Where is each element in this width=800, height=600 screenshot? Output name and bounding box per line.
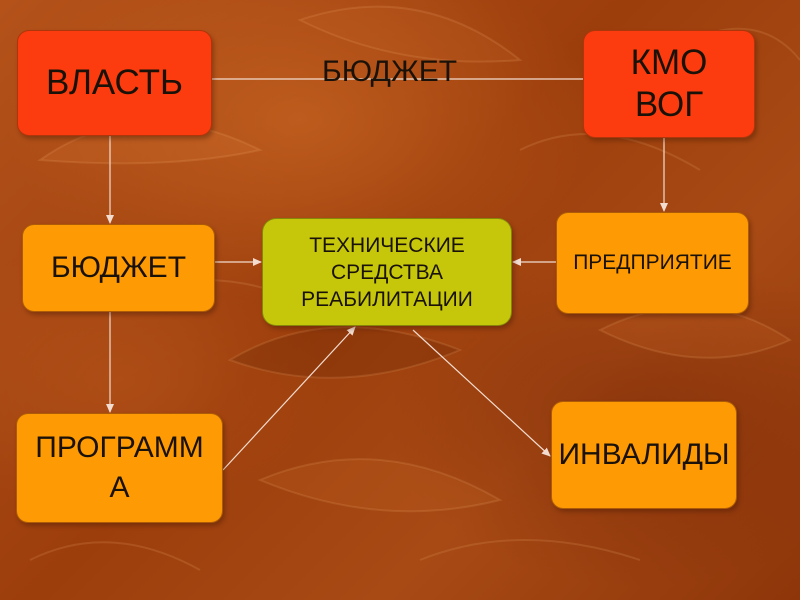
node-disabled-label: ИНВАЛИДЫ	[558, 438, 730, 471]
node-technical-means: ТЕХНИЧЕСКИЕ СРЕДСТВА РЕАБИЛИТАЦИИ	[262, 218, 512, 326]
node-tech-label-line2: СРЕДСТВА	[330, 260, 443, 284]
node-enterprise: ПРЕДПРИЯТИЕ	[556, 212, 749, 314]
node-program: ПРОГРАММ А	[16, 413, 223, 523]
edge-tech-disabled	[412, 329, 551, 457]
edge-label-budget: БЮДЖЕТ	[322, 55, 458, 88]
node-kmo-label-line1: КМО	[630, 43, 708, 82]
node-vlast-label: ВЛАСТЬ	[46, 63, 183, 102]
node-program-label-line1: ПРОГРАММ	[35, 431, 204, 464]
node-program-label-line2: А	[109, 471, 130, 504]
node-tech-label-line3: РЕАБИЛИТАЦИИ	[301, 287, 473, 311]
node-vlast: ВЛАСТЬ	[17, 30, 212, 136]
node-kmo-vog: КМО ВОГ	[583, 30, 755, 138]
node-budget-label: БЮДЖЕТ	[50, 251, 187, 284]
node-disabled: ИНВАЛИДЫ	[551, 401, 737, 509]
node-enterprise-label: ПРЕДПРИЯТИЕ	[573, 251, 732, 274]
edge-program-tech	[222, 326, 356, 471]
node-tech-label-line1: ТЕХНИЧЕСКИЕ	[309, 233, 465, 257]
node-budget: БЮДЖЕТ	[22, 224, 215, 312]
node-kmo-label-line2: ВОГ	[634, 85, 704, 124]
